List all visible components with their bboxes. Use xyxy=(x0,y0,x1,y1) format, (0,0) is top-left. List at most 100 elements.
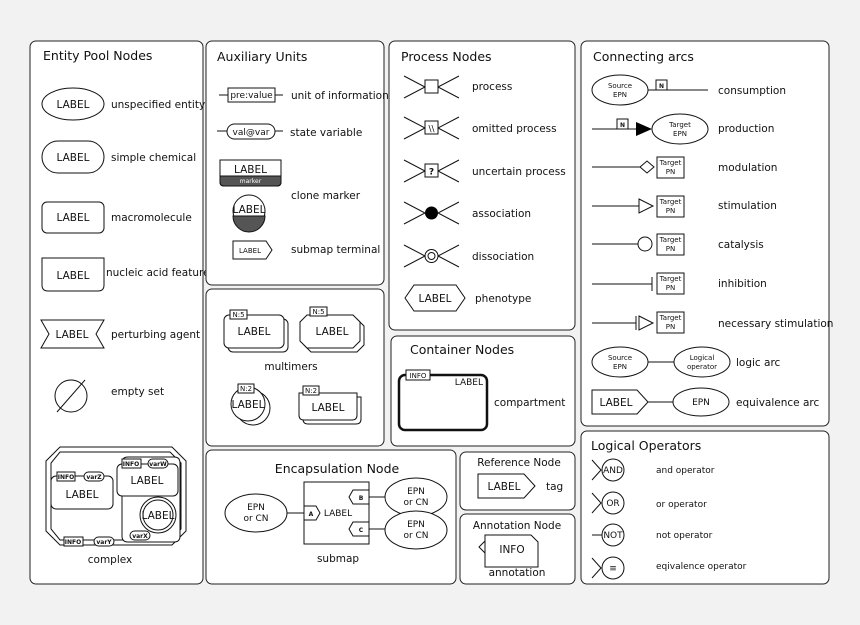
logic-arc-source-1: Source xyxy=(608,354,632,362)
equivalence-operator-label: ≡ xyxy=(609,564,617,574)
and-operator-label: AND xyxy=(603,466,623,476)
perturbing-agent-label: LABEL xyxy=(56,329,89,341)
state-variable-label: val@var xyxy=(233,128,270,138)
logical-operators-panel: Logical Operators AND and operator OR or… xyxy=(580,430,830,585)
consumption-arc: Source EPN N xyxy=(591,74,708,106)
catalysis-target-2: PN xyxy=(666,245,675,253)
perturbing-agent-desc: perturbing agent xyxy=(111,329,200,341)
annotation-label: INFO xyxy=(499,544,524,556)
unit-of-information-glyph xyxy=(227,87,276,103)
macromolecule-glyph: LABEL xyxy=(41,201,105,234)
dissociation-desc: dissociation xyxy=(472,251,534,263)
reference-node-title: Reference Node xyxy=(477,457,561,469)
annotation-desc: annotation xyxy=(489,567,546,579)
dissociation-glyph xyxy=(403,244,460,268)
phenotype-label: LABEL xyxy=(419,293,452,305)
submap-epn-b-1: EPN xyxy=(407,487,425,497)
production-target-1: Target xyxy=(668,121,691,129)
complex-label-2: LABEL xyxy=(131,475,164,487)
connecting-arcs-title: Connecting arcs xyxy=(593,49,694,64)
inhibition-arc: Target PN xyxy=(592,272,685,295)
clone-marker-circle-glyph: LABEL xyxy=(232,194,266,233)
nucleic-acid-feature-label: LABEL xyxy=(57,270,90,282)
logic-arc-target-1: Logical xyxy=(690,354,715,362)
complex-varw: varW xyxy=(149,461,167,468)
submap-label: LABEL xyxy=(324,509,352,519)
empty-set-glyph xyxy=(54,379,88,413)
production-desc: production xyxy=(718,123,774,135)
tag-glyph xyxy=(477,473,536,499)
container-nodes-title: Container Nodes xyxy=(410,342,514,357)
catalysis-desc: catalysis xyxy=(718,239,764,251)
not-operator-glyph: NOT xyxy=(592,523,625,547)
complex-info-3: INFO xyxy=(65,539,81,546)
modulation-target-1: Target xyxy=(659,159,682,167)
auxiliary-units-title: Auxiliary Units xyxy=(217,49,307,64)
simple-chemical-glyph: LABEL xyxy=(41,140,105,174)
reference-node-panel: Reference Node LABEL tag xyxy=(459,451,576,511)
complex-multimer-cardinality: N:5 xyxy=(312,308,324,316)
logical-operators-title: Logical Operators xyxy=(591,438,701,453)
stimulation-desc: stimulation xyxy=(718,200,777,212)
compartment-info: INFO xyxy=(410,372,427,380)
unspecified-entity-glyph: LABEL xyxy=(41,87,105,121)
complex-caption: complex xyxy=(88,554,133,566)
association-desc: association xyxy=(472,208,531,220)
submap-terminal-label: LABEL xyxy=(239,247,261,255)
submap-terminal-b: B xyxy=(359,495,364,502)
container-nodes-panel: Container Nodes INFO LABEL compartment xyxy=(390,335,576,447)
process-nodes-title: Process Nodes xyxy=(401,49,492,64)
simple-chemical-multimer-label: LABEL xyxy=(232,399,265,411)
compartment-label: LABEL xyxy=(455,378,483,388)
equivalence-arc-epn: EPN xyxy=(692,398,710,408)
consumption-source-1: Source xyxy=(608,82,632,90)
modulation-arc: Target PN xyxy=(592,156,685,179)
complex-varz: varZ xyxy=(86,474,102,481)
perturbing-agent-glyph: LABEL xyxy=(40,319,105,349)
consumption-desc: consumption xyxy=(718,85,786,97)
process-desc: process xyxy=(472,81,512,93)
uncertain-process-desc: uncertain process xyxy=(472,166,566,178)
omitted-process-desc: omitted process xyxy=(472,123,557,135)
complex-multimer-glyph: LABEL N:5 xyxy=(299,306,365,353)
omitted-process-glyph: \\ xyxy=(403,116,460,140)
complex-glyph: LABEL INFO varZ LABEL INFO varW LABEL va… xyxy=(45,446,187,547)
compartment-desc: compartment xyxy=(494,397,565,409)
macromolecule-multimer-label: LABEL xyxy=(238,326,271,338)
encapsulation-node-title: Encapsulation Node xyxy=(275,461,400,476)
empty-set-desc: empty set xyxy=(111,386,164,398)
simple-chemical-multimer-glyph: LABEL N:2 xyxy=(230,383,271,426)
submap-epn-b-2: or CN xyxy=(403,498,428,508)
unit-of-information-desc: unit of information xyxy=(291,90,389,102)
complex-info-1: INFO xyxy=(58,474,74,481)
auxiliary-units-panel: Auxiliary Units pre:value unit of inform… xyxy=(205,40,389,286)
submap-epn-left-2: or CN xyxy=(243,514,268,524)
simple-chemical-desc: simple chemical xyxy=(111,152,196,164)
logic-arc-source-2: EPN xyxy=(613,363,627,371)
equivalence-arc-desc: equivalence arc xyxy=(736,397,819,409)
complex-label-1: LABEL xyxy=(66,489,99,501)
annotation-glyph xyxy=(484,534,539,568)
consumption-source-2: EPN xyxy=(613,91,627,99)
phenotype-glyph: LABEL xyxy=(404,284,466,312)
association-glyph xyxy=(403,201,460,225)
or-operator-label: OR xyxy=(606,499,619,509)
or-operator-desc: or operator xyxy=(656,500,707,510)
unspecified-entity-label: LABEL xyxy=(57,99,90,111)
unit-of-information-label: pre:value xyxy=(230,91,273,101)
stimulation-target-1: Target xyxy=(659,198,682,206)
equivalence-operator-desc: eqivalence operator xyxy=(656,562,747,572)
clone-marker-desc: clone marker xyxy=(291,190,361,202)
macromolecule-label: LABEL xyxy=(57,212,90,224)
clone-marker-circle-label: LABEL xyxy=(233,204,266,216)
macromolecule-multimer-glyph: LABEL N:5 xyxy=(223,309,289,353)
state-variable-desc: state variable xyxy=(290,127,362,139)
logic-arc: Source EPN Logical operator xyxy=(591,346,731,378)
necessary-stimulation-arc: Target PN xyxy=(592,311,685,334)
logic-arc-desc: logic arc xyxy=(736,357,781,369)
compartment-glyph xyxy=(397,373,489,432)
submap-terminal-desc: submap terminal xyxy=(291,244,380,256)
submap-terminal-glyph xyxy=(232,240,273,260)
stimulation-target-2: PN xyxy=(666,207,675,215)
